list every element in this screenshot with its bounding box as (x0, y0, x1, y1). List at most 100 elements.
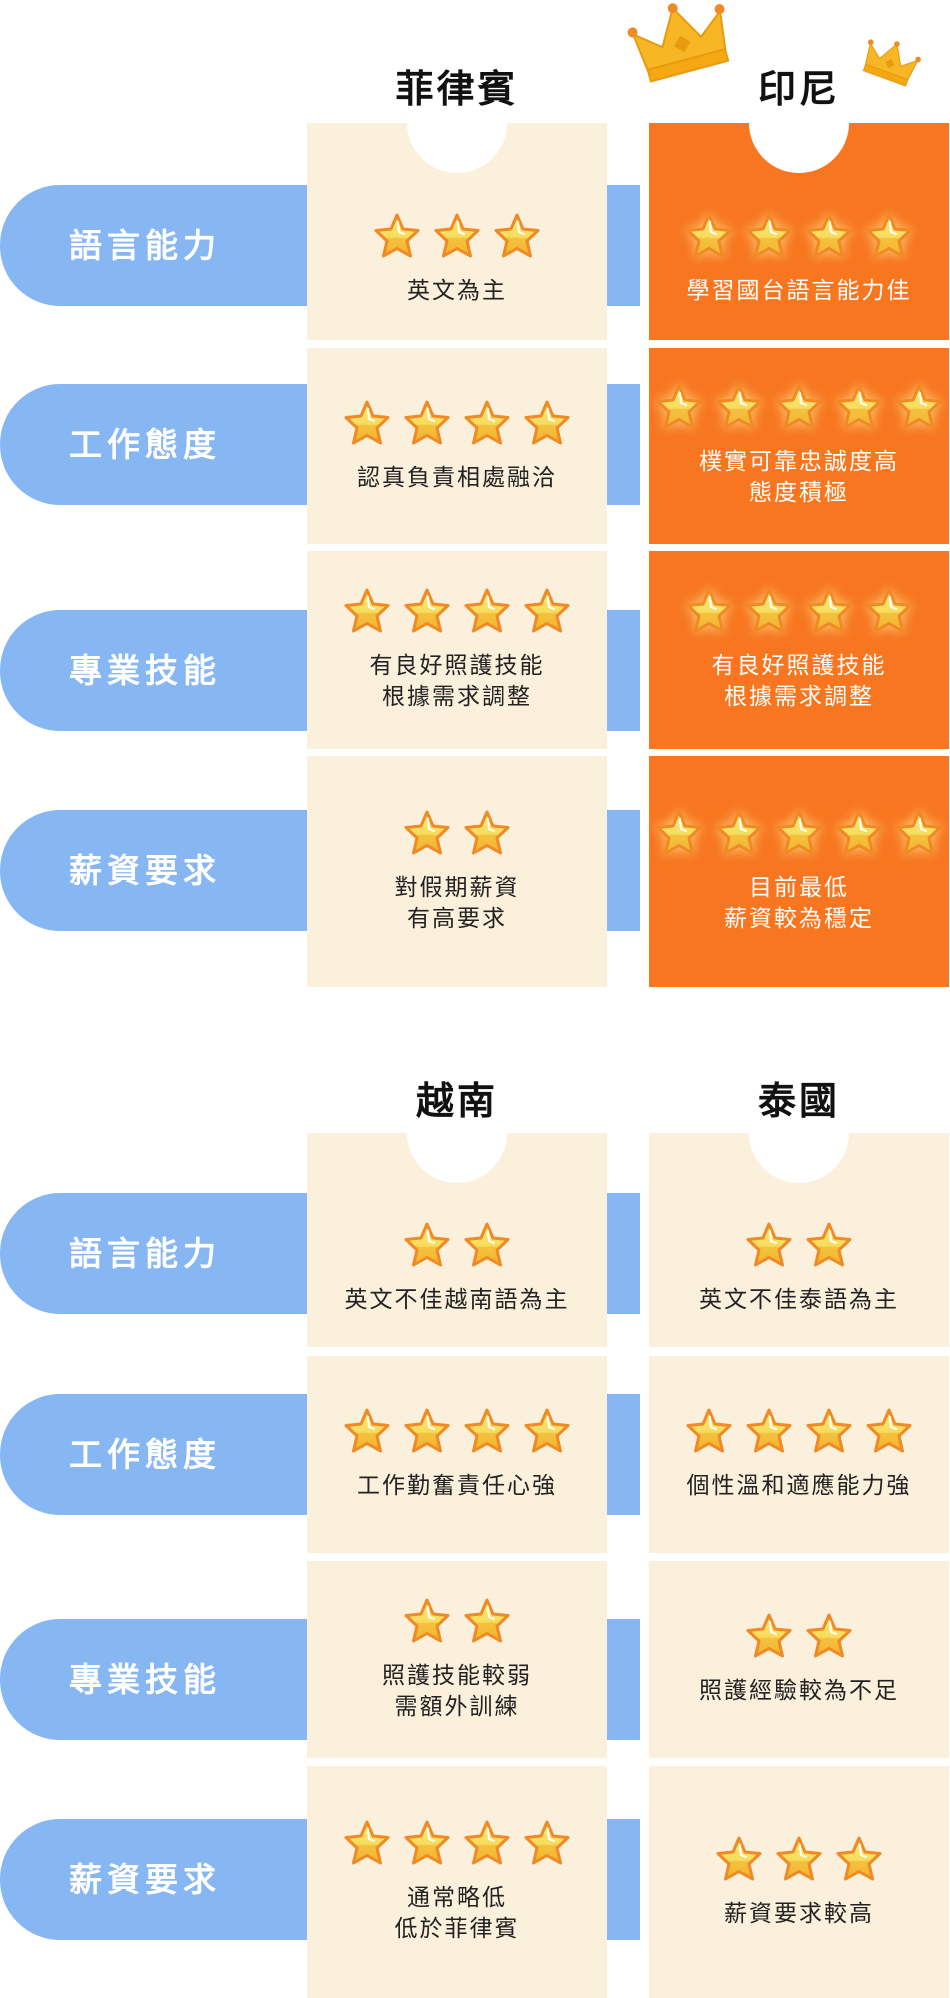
star-rating (343, 399, 571, 451)
star-icon (835, 383, 883, 435)
rating-card: 學習國台語言能力佳 (649, 123, 949, 340)
star-icon (403, 399, 451, 451)
card-description: 英文不佳泰語為主 (699, 1285, 899, 1316)
star-icon (805, 587, 853, 639)
card-description: 認真負責相處融洽 (357, 463, 557, 494)
description-line: 認真負責相處融洽 (357, 464, 557, 491)
description-line: 有高要求 (407, 905, 507, 932)
star-icon (463, 1221, 511, 1273)
star-icon (343, 1407, 391, 1459)
star-icon (865, 212, 913, 264)
rating-card: 有良好照護技能根據需求調整 (649, 551, 949, 749)
description-line: 照護經驗較為不足 (699, 1678, 899, 1704)
rating-card: 通常略低低於菲律賓 (307, 1766, 607, 1998)
category-label: 語言能力 (69, 1234, 221, 1273)
star-icon (493, 212, 541, 264)
star-rating (685, 1407, 913, 1459)
star-icon (463, 1407, 511, 1459)
description-line: 樸實可靠忠誠度高 (699, 449, 899, 475)
star-icon (523, 1819, 571, 1871)
star-icon (745, 587, 793, 639)
card-description: 薪資要求較高 (724, 1899, 874, 1930)
card-description: 樸實可靠忠誠度高態度積極 (699, 447, 899, 509)
star-rating (745, 1221, 853, 1273)
star-icon (523, 587, 571, 639)
star-icon (463, 1597, 511, 1649)
card-notch (407, 1133, 507, 1183)
star-icon (805, 1407, 853, 1459)
star-icon (685, 212, 733, 264)
star-icon (403, 587, 451, 639)
category-label: 薪資要求 (69, 1860, 221, 1899)
description-line: 對假期薪資 (394, 874, 520, 901)
star-icon (463, 399, 511, 451)
rating-card: 認真負責相處融洽 (307, 348, 607, 544)
card-description: 英文為主 (407, 276, 507, 307)
crown-icon (856, 32, 924, 94)
star-rating (655, 383, 943, 435)
star-icon (523, 1407, 571, 1459)
star-icon (433, 212, 481, 264)
rating-card: 英文不佳越南語為主 (307, 1133, 607, 1347)
category-label: 工作態度 (69, 1435, 221, 1474)
description-line: 有良好照護技能 (369, 653, 545, 679)
card-description: 有良好照護技能根據需求調整 (370, 651, 545, 713)
star-icon (343, 1819, 391, 1871)
category-label: 專業技能 (69, 1660, 221, 1699)
country-header: 菲律賓 (395, 67, 519, 111)
star-rating (343, 1407, 571, 1459)
country-header: 泰國 (757, 1079, 840, 1123)
rating-card: 有良好照護技能根據需求調整 (307, 551, 607, 749)
card-description: 通常略低低於菲律賓 (395, 1883, 520, 1945)
star-icon (895, 383, 943, 435)
star-rating (715, 1835, 883, 1887)
card-description: 個性溫和適應能力強 (687, 1471, 912, 1502)
description-line: 有良好照護技能 (711, 653, 887, 679)
star-icon (775, 1835, 823, 1887)
star-icon (775, 809, 823, 861)
description-line: 工作勤奮責任心強 (357, 1473, 557, 1499)
description-line: 薪資較為穩定 (724, 905, 874, 932)
star-icon (373, 212, 421, 264)
rating-card: 照護技能較弱需額外訓練 (307, 1561, 607, 1758)
star-rating (745, 1612, 853, 1664)
star-icon (865, 587, 913, 639)
star-icon (463, 587, 511, 639)
card-notch (749, 123, 849, 173)
rating-card: 個性溫和適應能力強 (649, 1356, 949, 1553)
star-icon (655, 809, 703, 861)
star-icon (715, 809, 763, 861)
rating-card: 工作勤奮責任心強 (307, 1356, 607, 1553)
category-label: 工作態度 (69, 425, 221, 464)
rating-card: 對假期薪資有高要求 (307, 756, 607, 987)
star-icon (745, 212, 793, 264)
star-icon (805, 1612, 853, 1664)
rating-card: 樸實可靠忠誠度高態度積極 (649, 348, 949, 544)
category-label: 語言能力 (69, 226, 221, 265)
star-icon (835, 809, 883, 861)
star-rating (685, 587, 913, 639)
star-icon (343, 587, 391, 639)
description-line: 通常略低 (407, 1885, 507, 1911)
description-line: 根據需求調整 (724, 684, 874, 710)
card-description: 對假期薪資有高要求 (395, 873, 520, 935)
star-rating (343, 587, 571, 639)
star-icon (895, 809, 943, 861)
star-rating (403, 1597, 511, 1649)
star-icon (403, 809, 451, 861)
description-line: 薪資要求較高 (724, 1900, 874, 1927)
card-description: 學習國台語言能力佳 (687, 276, 912, 307)
country-header: 越南 (415, 1079, 498, 1123)
star-icon (745, 1221, 793, 1273)
star-icon (775, 383, 823, 435)
description-line: 英文為主 (407, 278, 507, 304)
star-icon (403, 1407, 451, 1459)
star-icon (523, 399, 571, 451)
star-icon (865, 1407, 913, 1459)
star-icon (715, 1835, 763, 1887)
country-header: 印尼 (757, 67, 840, 111)
star-icon (685, 587, 733, 639)
card-description: 工作勤奮責任心強 (357, 1471, 557, 1502)
description-line: 英文不佳越南語為主 (344, 1286, 570, 1313)
star-rating (685, 212, 913, 264)
